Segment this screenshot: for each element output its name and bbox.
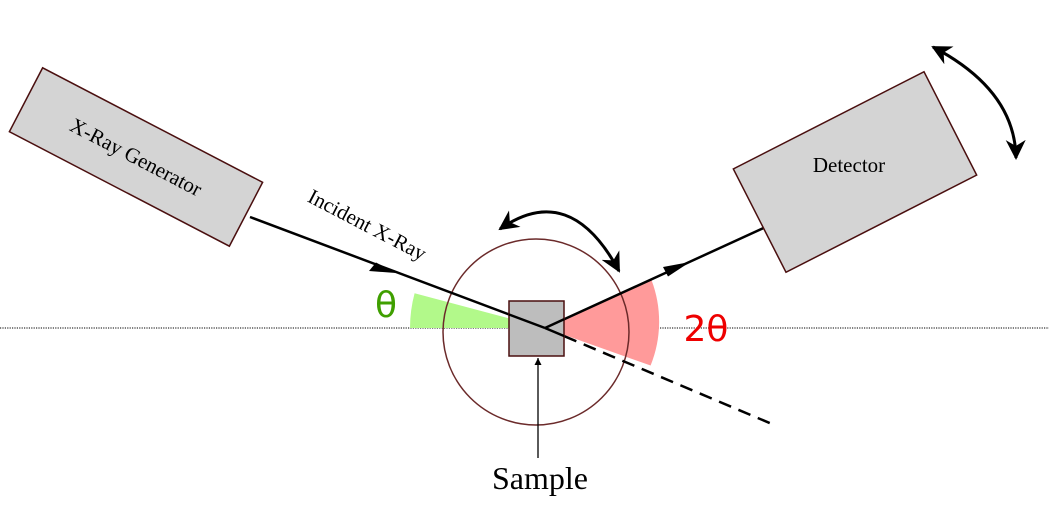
sample-label: Sample [492, 460, 588, 496]
xray-generator: X-Ray Generator [8, 66, 264, 248]
incident-beam-line [249, 215, 546, 330]
detector-label: Detector [813, 153, 885, 177]
sample-rotation-arrow [498, 210, 621, 273]
sample-box [508, 300, 565, 357]
two-theta-label: 2θ [684, 309, 729, 350]
two-theta-angle-wedge [545, 280, 660, 366]
incident-beam-arrowhead [369, 262, 396, 273]
detector: Detector [732, 70, 978, 274]
transmitted-beam-over-sample [544, 326, 565, 338]
detector-rotation-arrow [931, 45, 1026, 160]
incident-beam-over-sample [508, 313, 546, 330]
diffracted-beam-line [544, 224, 769, 330]
xray-generator-box [8, 66, 264, 248]
incident-xray-label: Incident X-Ray [304, 184, 431, 266]
transmitted-beam-dashed-line [544, 326, 773, 426]
diffracted-beam-arrowhead [663, 262, 690, 277]
theta-label: θ [375, 285, 397, 326]
diffracted-beam-over-sample [544, 318, 565, 330]
